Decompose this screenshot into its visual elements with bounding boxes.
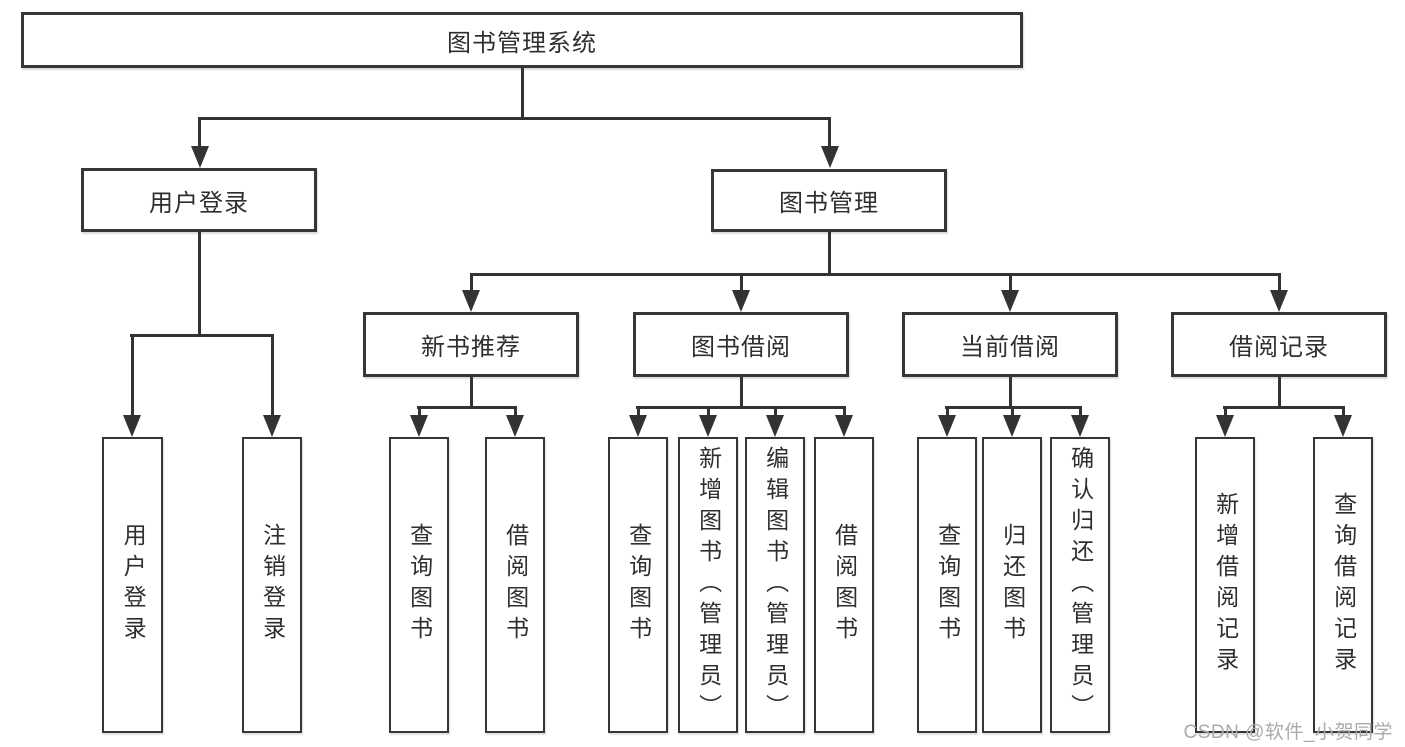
- connector-line: [1223, 406, 1345, 409]
- arrowhead-icon: [263, 415, 281, 437]
- leaf-borrow-books-borrowing: 借阅图书: [814, 437, 874, 733]
- connector-line: [417, 406, 517, 409]
- arrowhead-icon: [629, 415, 647, 437]
- connector-line: [1009, 273, 1012, 292]
- connector-line: [418, 406, 421, 417]
- arrowhead-icon: [835, 415, 853, 437]
- arrowhead-icon: [123, 415, 141, 437]
- leaf-query-borrow-record: 查询借阅记录: [1313, 437, 1373, 733]
- node-library-management-system: 图书管理系统: [21, 12, 1023, 68]
- leaf-user-login: 用户登录: [102, 437, 163, 733]
- watermark-text: CSDN @软件_小贺同学: [1183, 722, 1393, 743]
- leaf-label: 用户登录: [120, 523, 147, 647]
- connector-line: [740, 377, 743, 407]
- connector-line: [131, 334, 134, 417]
- node-label: 图书管理系统: [447, 29, 597, 57]
- arrowhead-icon: [732, 290, 750, 312]
- arrowhead-icon: [821, 146, 839, 168]
- arrowhead-icon: [1001, 290, 1019, 312]
- node-new-book-recommendation: 新书推荐: [363, 312, 579, 377]
- leaf-label: 借阅图书: [502, 523, 529, 647]
- arrowhead-icon: [410, 415, 428, 437]
- arrowhead-icon: [938, 415, 956, 437]
- node-label: 当前借阅: [960, 334, 1060, 361]
- leaf-confirm-return-admin: 确认归还（管理员）: [1050, 437, 1110, 733]
- leaf-label: 新增图书（管理员）: [695, 445, 722, 725]
- arrowhead-icon: [1270, 290, 1288, 312]
- leaf-return-books: 归还图书: [982, 437, 1042, 733]
- node-borrowing-records: 借阅记录: [1171, 312, 1387, 377]
- connector-line: [198, 232, 201, 335]
- leaf-label: 新增借阅记录: [1212, 492, 1239, 678]
- connector-line: [828, 232, 831, 274]
- connector-line: [1079, 406, 1082, 417]
- node-label: 用户登录: [149, 189, 249, 217]
- connector-line: [774, 406, 777, 417]
- connector-line: [740, 273, 743, 292]
- leaf-query-books-recommend: 查询图书: [389, 437, 449, 733]
- leaf-query-books-borrowing: 查询图书: [608, 437, 668, 733]
- connector-line: [130, 334, 274, 337]
- connector-line: [707, 406, 710, 417]
- leaf-add-borrow-record: 新增借阅记录: [1195, 437, 1255, 733]
- connector-line: [828, 117, 831, 148]
- arrowhead-icon: [766, 415, 784, 437]
- node-label: 图书管理: [779, 190, 879, 217]
- connector-line: [1342, 406, 1345, 417]
- arrowhead-icon: [1003, 415, 1021, 437]
- connector-line: [637, 406, 640, 417]
- arrowhead-icon: [1216, 415, 1234, 437]
- leaf-label: 查询图书: [934, 523, 961, 647]
- leaf-edit-books-admin: 编辑图书（管理员）: [745, 437, 805, 733]
- arrowhead-icon: [699, 415, 717, 437]
- connector-line: [198, 117, 831, 120]
- connector-line: [271, 334, 274, 417]
- leaf-query-books-current: 查询图书: [917, 437, 977, 733]
- connector-line: [1011, 406, 1014, 417]
- leaf-label: 查询借阅记录: [1330, 492, 1357, 678]
- node-user-login: 用户登录: [81, 168, 317, 232]
- leaf-borrow-books-recommend: 借阅图书: [485, 437, 545, 733]
- node-label: 图书借阅: [691, 334, 791, 361]
- leaf-label: 查询图书: [406, 523, 433, 647]
- connector-line: [1278, 273, 1281, 292]
- connector-line: [470, 273, 1281, 276]
- node-book-borrowing: 图书借阅: [633, 312, 849, 377]
- connector-line: [470, 273, 473, 292]
- arrowhead-icon: [191, 146, 209, 168]
- leaf-label: 确认归还（管理员）: [1067, 445, 1094, 725]
- arrowhead-icon: [462, 290, 480, 312]
- leaf-logout-login: 注销登录: [242, 437, 302, 733]
- leaf-add-books-admin: 新增图书（管理员）: [678, 437, 738, 733]
- connector-line: [946, 406, 949, 417]
- leaf-label: 注销登录: [259, 523, 286, 647]
- node-book-management: 图书管理: [711, 169, 947, 232]
- node-label: 新书推荐: [421, 334, 521, 361]
- connector-line: [1224, 406, 1227, 417]
- node-current-borrowing: 当前借阅: [902, 312, 1118, 377]
- arrowhead-icon: [1334, 415, 1352, 437]
- leaf-label: 借阅图书: [831, 523, 858, 647]
- connector-line: [514, 406, 517, 417]
- connector-line: [1278, 377, 1281, 407]
- leaf-label: 查询图书: [625, 523, 652, 647]
- connector-line: [521, 66, 524, 118]
- node-label: 借阅记录: [1229, 334, 1329, 361]
- connector-line: [843, 406, 846, 417]
- connector-line: [470, 377, 473, 407]
- connector-line: [636, 406, 846, 409]
- leaf-label: 编辑图书（管理员）: [762, 445, 789, 725]
- leaf-label: 归还图书: [999, 523, 1026, 647]
- connector-line: [198, 117, 201, 148]
- arrowhead-icon: [1071, 415, 1089, 437]
- connector-line: [1009, 377, 1012, 407]
- arrowhead-icon: [506, 415, 524, 437]
